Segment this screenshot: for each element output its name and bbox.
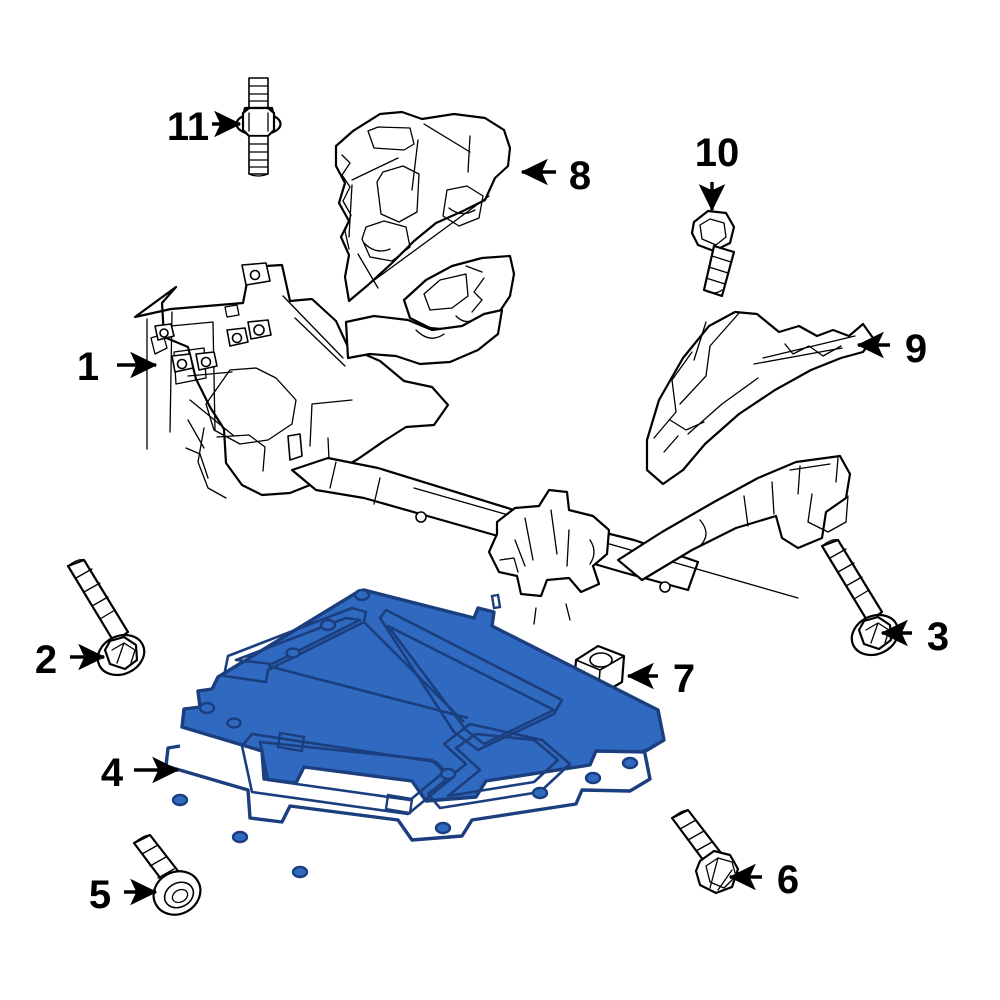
part-3-long-flange-bolt-right[interactable] [820,538,905,663]
callout-6[interactable]: 6 [728,858,799,902]
callout-8[interactable]: 8 [520,154,591,198]
callout-9-label: 9 [905,327,927,371]
callout-5[interactable]: 5 [89,873,158,917]
callout-6-label: 6 [777,858,799,902]
callout-9[interactable]: 9 [856,327,927,371]
part-10-flange-bolt-short[interactable] [690,209,736,298]
callout-4-label: 4 [101,751,124,795]
callout-2-label: 2 [35,638,57,682]
callout-3[interactable]: 3 [880,615,949,659]
callout-10-label: 10 [695,131,740,175]
part-4-engine-splash-shield[interactable] [164,588,666,879]
part-6-hex-head-bolt-short[interactable] [670,808,740,895]
part-1-front-subframe-crossmember[interactable] [133,262,852,625]
callout-8-label: 8 [569,154,591,198]
callout-4[interactable]: 4 [101,751,180,795]
callout-5-label: 5 [89,873,111,917]
callout-7-label: 7 [673,657,695,701]
callout-1[interactable]: 1 [77,345,158,389]
callout-3-label: 3 [927,615,949,659]
part-2-long-flange-bolt-left[interactable] [66,558,151,683]
part-8-left-reinforcement-bracket[interactable] [334,110,516,332]
part-11-double-ended-stud[interactable] [235,77,282,177]
callout-1-label: 1 [77,345,99,389]
callout-11[interactable]: 11 [167,105,242,149]
callout-7[interactable]: 7 [626,657,695,701]
part-9-right-reinforcement-bracket[interactable] [645,310,875,486]
part-5-socket-head-bolt[interactable] [132,833,208,923]
callout-11-label: 11 [167,105,209,149]
callout-10[interactable]: 10 [695,131,740,212]
callout-2[interactable]: 2 [35,638,106,682]
